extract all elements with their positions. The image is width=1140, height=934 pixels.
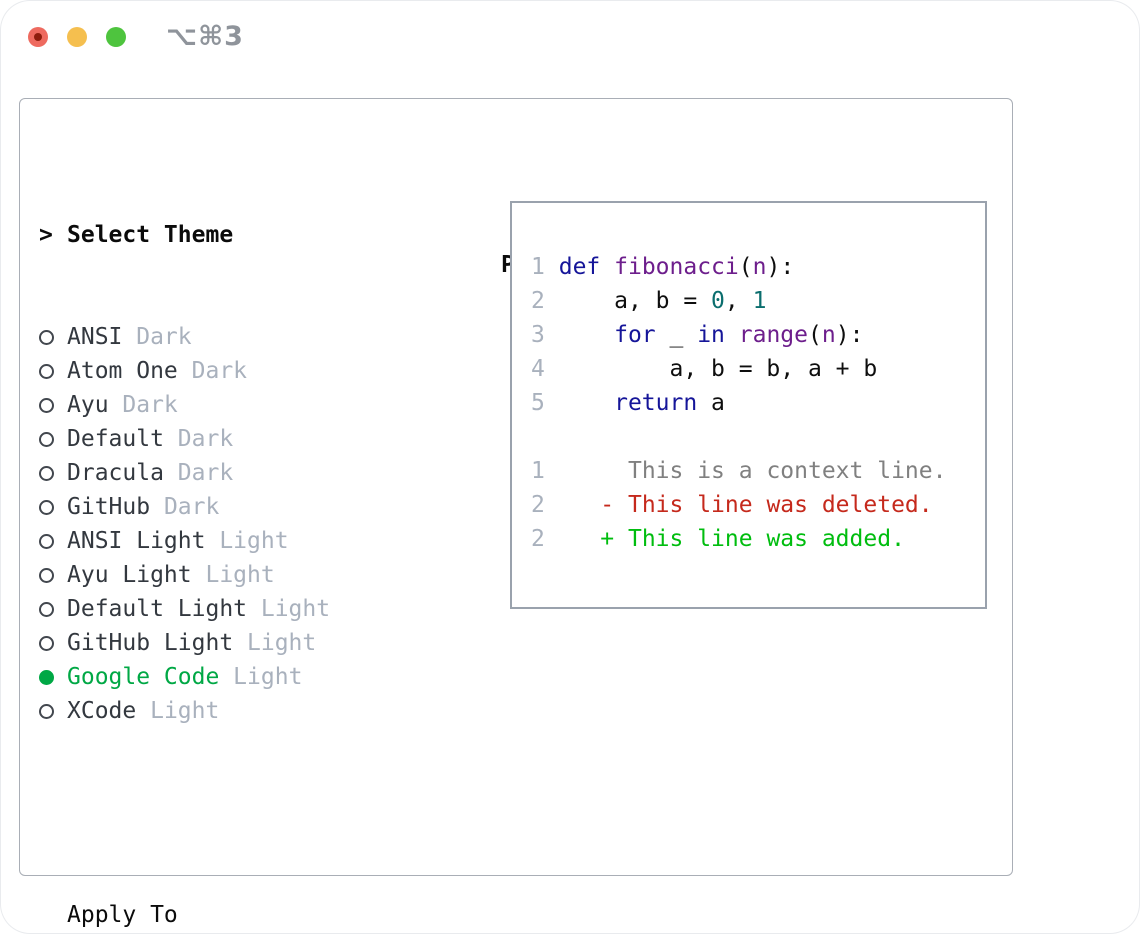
theme-variant-label: Light — [247, 596, 331, 622]
theme-variant-label: Dark — [150, 494, 220, 520]
radio-selected-icon — [39, 669, 54, 685]
diff-line-deleted: 2 - This line was deleted. — [531, 492, 933, 518]
select-theme-title-row: > Select Theme — [39, 218, 427, 252]
option-label: Ayu Light — [67, 562, 192, 588]
code-line: 5 return a — [531, 390, 725, 416]
theme-variant-label: Dark — [108, 392, 178, 418]
theme-option-dracula[interactable]: Dracula Dark — [39, 456, 427, 490]
theme-option-ayu-light[interactable]: Ayu Light Light — [39, 558, 427, 592]
minimize-button[interactable] — [67, 27, 87, 47]
theme-variant-label: Light — [205, 528, 289, 554]
theme-variant-label: Light — [136, 698, 220, 724]
diff-line-added: 2 + This line was added. — [531, 526, 905, 552]
page-title: Select Theme — [67, 222, 234, 248]
radio-icon — [39, 703, 54, 719]
apply-to-title-row: Apply To — [39, 898, 427, 932]
theme-option-google-code[interactable]: Google Code Light — [39, 660, 427, 694]
close-button[interactable] — [28, 27, 48, 47]
theme-option-default[interactable]: Default Dark — [39, 422, 427, 456]
zoom-button[interactable] — [106, 27, 126, 47]
code-line: 1 def fibonacci(n): — [531, 254, 795, 280]
theme-option-xcode[interactable]: XCode Light — [39, 694, 427, 728]
option-label: Ayu — [67, 392, 109, 418]
preview-code: 1 def fibonacci(n): 2 a, b = 0, 1 3 for _ … — [512, 203, 985, 556]
theme-option-github[interactable]: GitHub Dark — [39, 490, 427, 524]
theme-option-ansi-light[interactable]: ANSI Light Light — [39, 524, 427, 558]
radio-icon — [39, 499, 54, 515]
theme-variant-label: Dark — [122, 324, 192, 350]
option-label: XCode — [67, 698, 137, 724]
radio-icon — [39, 329, 54, 345]
close-icon — [34, 33, 42, 41]
titlebar: ⌥⌘3 — [0, 0, 1140, 70]
option-label: ANSI Light — [67, 528, 206, 554]
option-label: Dracula — [67, 460, 164, 486]
theme-variant-label: Dark — [163, 460, 234, 486]
preview-box: 1 def fibonacci(n): 2 a, b = 0, 1 3 for _ … — [510, 201, 987, 609]
option-label: Google Code — [67, 664, 220, 690]
theme-option-default-light[interactable]: Default Light Light — [39, 592, 427, 626]
theme-option-ayu[interactable]: Ayu Dark — [39, 388, 427, 422]
theme-variant-label: Dark — [163, 426, 234, 452]
theme-variant-label: Light — [219, 664, 303, 690]
option-label: GitHub — [67, 494, 151, 520]
option-label: ANSI — [67, 324, 123, 350]
option-label: Atom One — [67, 358, 178, 384]
radio-icon — [39, 397, 54, 413]
code-line: 2 a, b = 0, 1 — [531, 288, 767, 314]
window-shortcut-label: ⌥⌘3 — [166, 21, 244, 52]
theme-option-atom-one[interactable]: Atom One Dark — [39, 354, 427, 388]
radio-icon — [39, 601, 54, 617]
theme-variant-label: Light — [191, 562, 275, 588]
radio-icon — [39, 533, 54, 549]
diff-line-context: 1 This is a context line. — [531, 458, 947, 484]
theme-option-github-light[interactable]: GitHub Light Light — [39, 626, 427, 660]
focus-arrow-icon: > — [39, 222, 53, 248]
radio-icon — [39, 635, 54, 651]
apply-to-title: Apply To — [67, 902, 178, 928]
option-label: GitHub Light — [67, 630, 234, 656]
spacer — [39, 796, 427, 830]
theme-option-ansi[interactable]: ANSI Dark — [39, 320, 427, 354]
theme-variant-label: Dark — [177, 358, 248, 384]
radio-icon — [39, 431, 54, 447]
option-label: Default Light — [67, 596, 248, 622]
code-line: 3 for _ in range(n): — [531, 322, 864, 348]
radio-icon — [39, 567, 54, 583]
option-label: Default — [67, 426, 164, 452]
theme-variant-label: Light — [233, 630, 317, 656]
radio-icon — [39, 465, 54, 481]
radio-icon — [39, 363, 54, 379]
code-line: 4 a, b = b, a + b — [531, 356, 878, 382]
